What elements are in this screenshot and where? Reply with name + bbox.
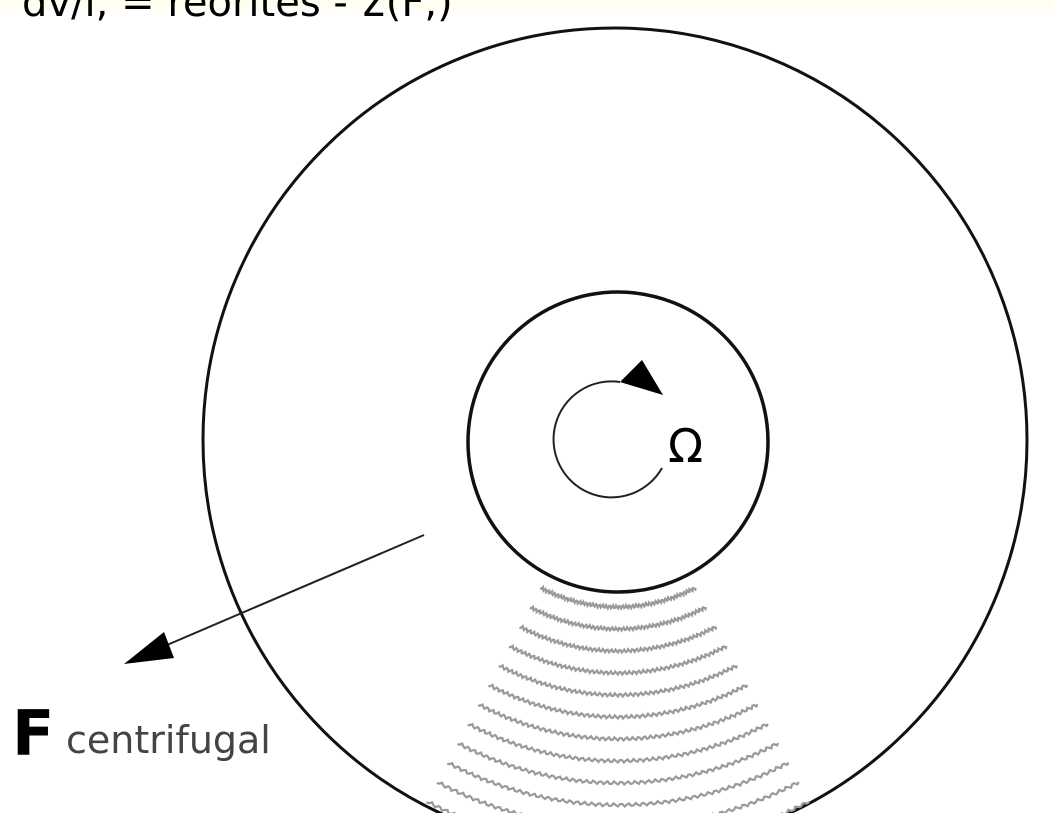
wave-stripe [509,646,726,675]
wave-stripe [499,665,737,696]
force-arrow-head-icon [124,632,174,664]
force-label: F [12,697,54,770]
inner-disc-circle [468,292,768,592]
force-subscript-label: centrifugal [66,718,271,762]
omega-label: Ω [668,419,703,473]
cropped-header-text: dv/i, = reorites - Σ(F,) [22,0,453,26]
wave-stripe [530,607,706,631]
wave-stripe [488,685,747,719]
force-arrow-line [160,535,424,648]
wave-pattern [426,568,809,813]
wave-stripe [457,743,778,784]
wave-stripe [468,724,768,763]
cropped-header: dv/i, = reorites - Σ(F,) [0,0,1053,26]
wave-stripe [437,782,799,813]
wave-stripe [478,704,757,740]
